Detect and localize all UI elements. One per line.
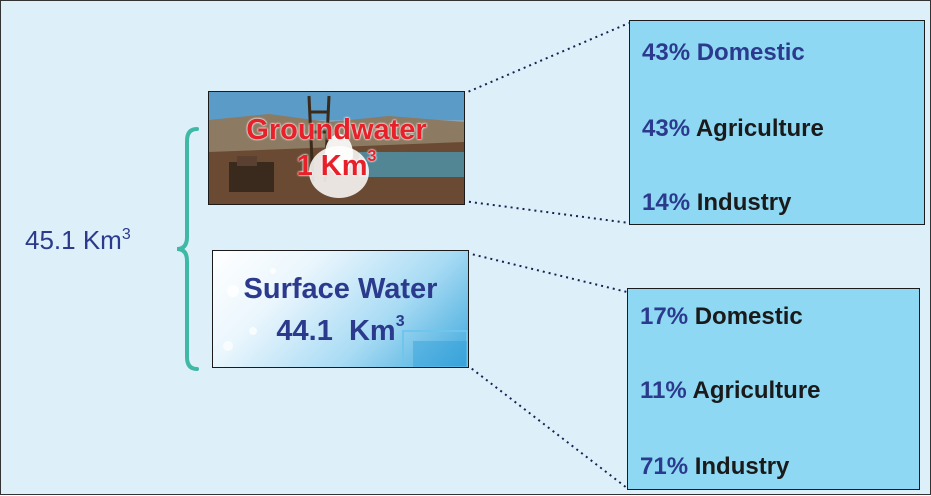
total-value: 45.1: [25, 225, 76, 255]
usage-percent: 11%: [640, 377, 687, 404]
groundwater-usage-row: 43% Domestic: [642, 39, 805, 67]
surface-water-usage-row: 11% Agriculture: [640, 377, 821, 405]
surface-water-usage-breakdown: 17% Domestic 11% Agriculture 71% Industr…: [627, 288, 920, 490]
usage-percent: 14%: [642, 189, 691, 216]
groundwater-usage-breakdown: 43% Domestic 43% Agriculture 14% Industr…: [629, 20, 925, 225]
groundwater-amount: 1 Km3: [296, 148, 377, 182]
surface-connector-bottom: [466, 364, 628, 489]
usage-category: Agriculture: [695, 115, 824, 142]
usage-category: Industry: [694, 453, 790, 480]
surface-water-splash-illustration: [223, 268, 468, 367]
usage-category: Domestic: [694, 303, 803, 330]
surface-water-title: Surface Water: [243, 273, 438, 305]
surface-water-usage-row: 17% Domestic: [640, 303, 803, 331]
total-brace: [176, 127, 199, 371]
usage-percent: 43%: [642, 115, 691, 142]
total-exponent: 3: [121, 226, 131, 243]
usage-category: Domestic: [696, 39, 805, 66]
usage-category: Industry: [696, 189, 792, 216]
usage-percent: 17%: [640, 303, 689, 330]
surface-water-image: Surface Water 44.1 Km3: [212, 250, 469, 368]
total-unit: Km3: [82, 225, 131, 255]
usage-percent: 43%: [642, 39, 691, 66]
usage-percent: 71%: [640, 453, 689, 480]
groundwater-well-illustration: [209, 92, 464, 204]
groundwater-usage-row: 14% Industry: [642, 189, 791, 217]
groundwater-title: Groundwater: [246, 114, 427, 146]
usage-category: Agriculture: [692, 377, 821, 404]
total-volume: 45.1 Km3: [25, 225, 131, 256]
groundwater-connector-bottom: [462, 200, 630, 224]
surface-water-usage-row: 71% Industry: [640, 453, 789, 481]
groundwater-connector-top: [462, 22, 630, 95]
surface-water-amount: 44.1 Km3: [276, 313, 405, 347]
surface-connector-top: [466, 252, 628, 293]
groundwater-usage-row: 43% Agriculture: [642, 115, 824, 143]
groundwater-image: Groundwater 1 Km3: [208, 91, 465, 205]
